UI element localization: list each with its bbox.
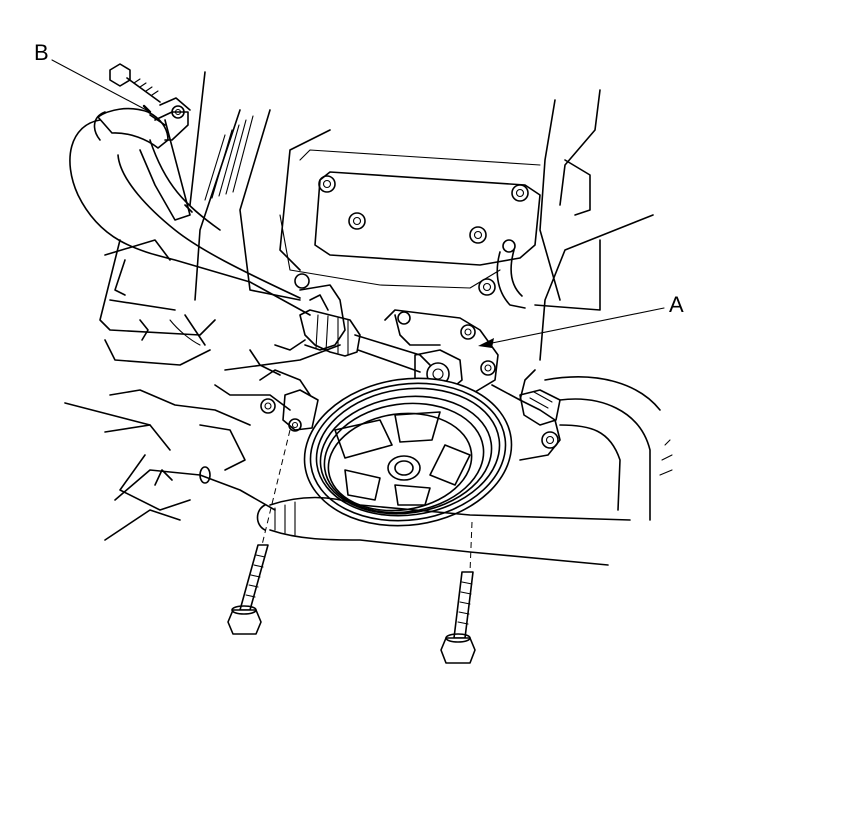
- pressure-hose: [69, 111, 463, 391]
- engine-block: [64, 71, 654, 541]
- callout-leaders: [51, 59, 665, 348]
- callout-label-a: A: [669, 292, 684, 317]
- hose-clamp-bracket: [97, 63, 191, 149]
- callout-label-b: B: [34, 40, 49, 65]
- lower-hose: [256, 496, 631, 566]
- mounting-bolts: [227, 418, 476, 664]
- pump-pulley: [303, 377, 513, 527]
